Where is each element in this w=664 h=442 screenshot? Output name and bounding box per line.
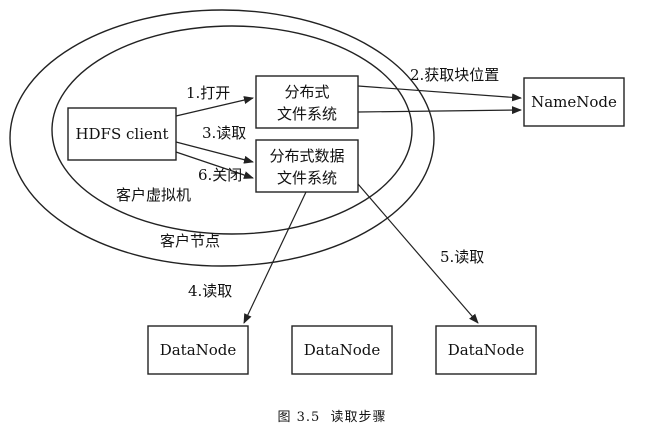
hdfs-client-box [67, 107, 177, 161]
step-get-blocks-label: 2.获取块位置 [410, 66, 499, 84]
step-read-datanode-1-label: 4.读取 [188, 282, 232, 300]
datanode-box-2 [291, 325, 393, 375]
step-read-label: 3.读取 [202, 124, 246, 142]
dfs-label-line2: 文件系统 [277, 105, 337, 123]
get-blocks-arrow-1 [357, 85, 522, 102]
step-close-label: 6.关闭 [198, 166, 242, 184]
client-node-label: 客户节点 [160, 232, 220, 250]
step-read-datanode-3-label: 5.读取 [440, 248, 484, 266]
close-arrow [175, 151, 254, 179]
datanode-label-2: DataNode [304, 341, 381, 359]
hdfs-client-label: HDFS client [75, 125, 168, 143]
client-jvm-ellipse [51, 25, 413, 235]
datanode-label-1: DataNode [160, 341, 237, 359]
datanode-box-1 [147, 325, 249, 375]
step-open-label: 1.打开 [186, 84, 230, 102]
open-arrow [175, 96, 254, 117]
read-datanode-1-arrow [243, 191, 307, 324]
fsdata-label-line1: 分布式数据 [269, 147, 344, 165]
dfs-label-line1: 分布式 [284, 83, 329, 101]
datanode-box-3 [435, 325, 537, 375]
read-arrow [175, 141, 254, 164]
figure-caption: 图 3.5 读取步骤 [277, 410, 386, 425]
dfs-box [255, 75, 359, 129]
client-jvm-label: 客户虚拟机 [116, 186, 191, 204]
get-blocks-arrow-2 [357, 106, 522, 115]
client-node-ellipse [9, 9, 435, 267]
fsdata-box [255, 139, 359, 193]
fsdata-label-line2: 文件系统 [277, 169, 337, 187]
read-datanode-3-arrow [357, 183, 479, 324]
namenode-box [523, 77, 625, 127]
namenode-label: NameNode [531, 93, 617, 111]
datanode-label-3: DataNode [448, 341, 525, 359]
